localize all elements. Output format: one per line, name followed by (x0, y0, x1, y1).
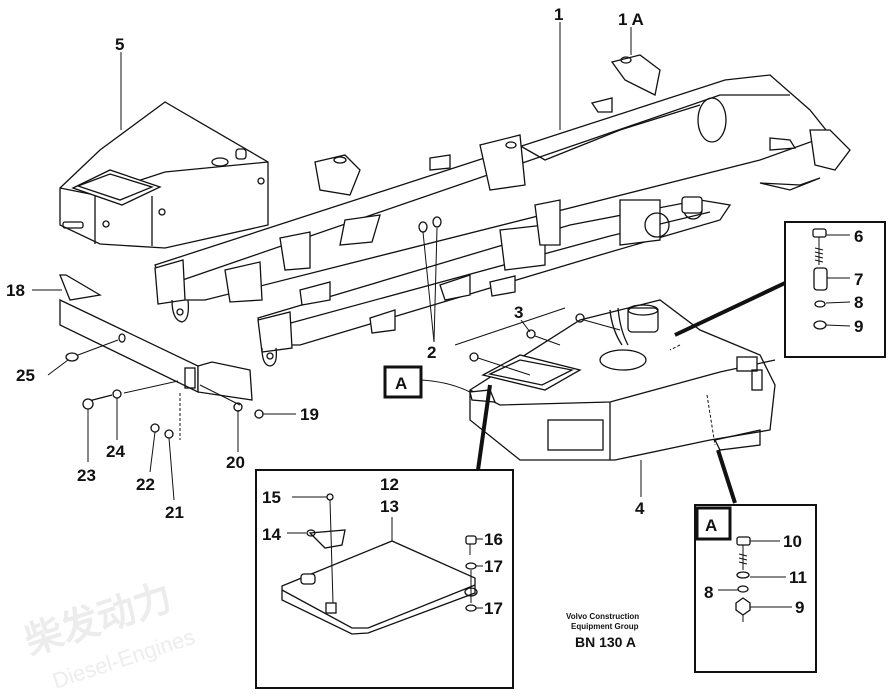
watermark-layer: 柴发动力 Diesel-Engines (19, 575, 198, 694)
cover-callout-14: 14 (262, 525, 281, 544)
detail-box-cover: 12 13 15 14 16 17 17 (255, 469, 514, 689)
callout-2: 2 (427, 343, 436, 362)
callout-23: 23 (77, 466, 96, 485)
ref-tag-a-label: A (395, 374, 407, 393)
cover-callout-17b: 17 (484, 599, 503, 618)
cover-callout-17a: 17 (484, 557, 503, 576)
detail-box-a: A 10 11 8 9 (694, 504, 817, 673)
leader-lines (32, 22, 786, 504)
callout-21: 21 (165, 503, 184, 522)
detail-callout-9: 9 (854, 317, 863, 336)
cover-callout-13: 13 (380, 497, 399, 516)
callout-22: 22 (136, 475, 155, 494)
detail-a-callout-9: 9 (795, 598, 804, 617)
callout-1: 1 (554, 5, 563, 24)
part-5-box (59, 101, 269, 249)
callout-5: 5 (115, 35, 124, 54)
part-1-frame (154, 54, 851, 367)
company-line-1: Volvo Construction (566, 612, 639, 621)
company-line-2: Equipment Group (571, 622, 639, 631)
detail-a-tag: A (705, 516, 717, 535)
callout-1a: 1 A (618, 10, 644, 29)
ref-tag-a: A (383, 365, 423, 399)
detail-callout-8: 8 (854, 293, 863, 312)
callout-24: 24 (106, 442, 125, 461)
detail-callout-7: 7 (854, 270, 863, 289)
callout-4: 4 (635, 499, 645, 518)
callout-25: 25 (16, 366, 35, 385)
detail-a-callout-8: 8 (704, 583, 713, 602)
detail-a-callout-11: 11 (789, 568, 807, 587)
callout-20: 20 (226, 453, 245, 472)
cover-callout-16: 16 (484, 530, 503, 549)
cover-callout-12: 12 (380, 475, 399, 494)
callout-labels: 1 1 A 2 3 4 5 18 19 20 21 22 23 24 25 (6, 5, 645, 522)
detail-box-6-9: 6 7 8 9 (784, 221, 886, 358)
detail-a-callout-10: 10 (783, 532, 802, 551)
callout-19: 19 (300, 405, 319, 424)
part-18-crossbar (59, 274, 264, 440)
callout-3: 3 (514, 303, 523, 322)
detail-callout-6: 6 (854, 227, 863, 246)
callout-18: 18 (6, 281, 25, 300)
part-4-tank (454, 299, 776, 461)
drawing-id: BN 130 A (575, 634, 636, 650)
cover-callout-15: 15 (262, 488, 281, 507)
title-block: Volvo Construction Equipment Group BN 13… (566, 612, 639, 650)
watermark: 柴发动力 Diesel-Engines (19, 575, 198, 694)
